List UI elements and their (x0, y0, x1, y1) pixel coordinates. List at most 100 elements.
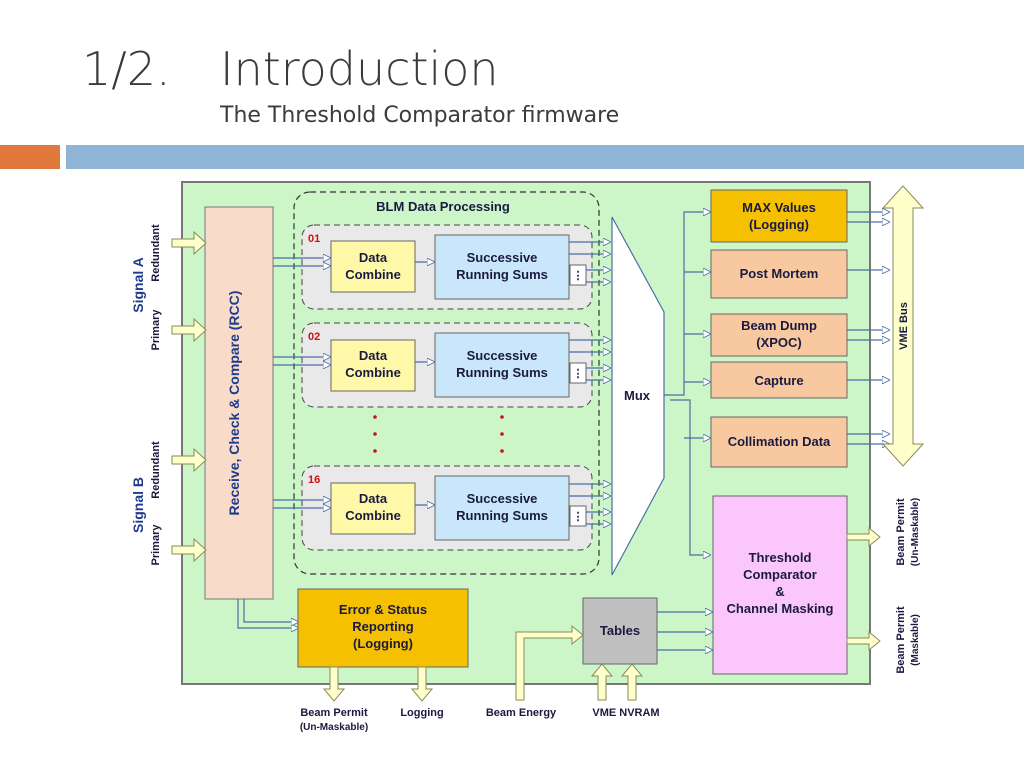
threshold-label: Comparator (743, 567, 817, 582)
beam-permit-bottom-arrow (322, 666, 346, 702)
tables-connectors (657, 612, 712, 650)
signal-a-label: Signal A (130, 257, 146, 313)
ellipsis-box (569, 362, 587, 384)
beam-permit-maskable-sublabel: (Maskable) (910, 614, 921, 666)
beam-dump-label: Beam Dump (741, 318, 817, 333)
running-sums-label: Running Sums (456, 365, 548, 380)
data-combine-label: Data (359, 491, 388, 506)
channel-16: 16 Data Combine Successive Running Sums … (301, 465, 593, 551)
signal-a-primary-label: Primary (150, 309, 162, 351)
running-sums-block (434, 332, 570, 398)
beam-permit-maskable-label: Beam Permit (895, 606, 907, 674)
beam-permit-unmaskable-label: Beam Permit (895, 498, 907, 566)
channel-id: 16 (308, 474, 320, 486)
bottom-beam-energy-label: Beam Energy (486, 707, 557, 719)
threshold-label: Channel Masking (727, 601, 834, 616)
error-status-label: Reporting (352, 619, 413, 634)
rcc-block (204, 206, 274, 600)
vme-nvram-arrow (620, 663, 644, 701)
running-sums-label: Successive (467, 491, 538, 506)
ellipsis-box (569, 505, 587, 527)
bottom-vme-nvram-label: VME NVRAM (592, 707, 659, 719)
collimation-block (710, 416, 848, 468)
dot (373, 415, 377, 419)
running-sums-label: Successive (467, 250, 538, 265)
data-combine-block (330, 482, 416, 535)
data-combine-block (330, 240, 416, 293)
max-values-block (710, 189, 848, 243)
error-status-label: (Logging) (353, 636, 413, 651)
logging-bottom-arrow (410, 666, 434, 702)
vme-bus-label: VME Bus (898, 302, 910, 350)
beam-permit-output-arrow (846, 630, 881, 652)
error-status-block (297, 588, 469, 668)
connector (670, 399, 710, 555)
post-mortem-block (710, 249, 848, 299)
signal-b-primary-label: Primary (150, 524, 162, 566)
dot (500, 449, 504, 453)
connector (664, 212, 710, 396)
beam-dump-block (710, 313, 848, 357)
mux-block (611, 216, 665, 576)
slide-title: Introduction (220, 42, 499, 96)
vme-nvram-arrow (590, 663, 614, 701)
continuation-dots (373, 415, 504, 453)
beam-permit-unmaskable-sublabel: (Un-Maskable) (910, 498, 921, 566)
bottom-logging-label: Logging (400, 707, 443, 719)
rcc-to-error-connector (237, 599, 298, 628)
vme-connectors (847, 212, 889, 444)
ellipsis-dots: ⋮ (573, 270, 584, 282)
vme-bus-arrow (881, 185, 925, 467)
mux-label: Mux (624, 388, 651, 403)
slide-subtitle: The Threshold Comparator firmware (220, 103, 620, 128)
threshold-block (712, 495, 848, 675)
data-combine-label: Combine (345, 365, 401, 380)
data-combine-block (330, 339, 416, 392)
processing-title: BLM Data Processing (376, 199, 510, 214)
bottom-beam-permit-label: Beam Permit (300, 707, 368, 719)
data-combine-label: Combine (345, 508, 401, 523)
input-arrow (171, 317, 207, 343)
running-sums-label: Running Sums (456, 267, 548, 282)
dot (373, 432, 377, 436)
input-arrow (171, 537, 207, 563)
channel-01: 01 Data Combine Successive Running Sums … (301, 224, 593, 310)
input-arrows (171, 230, 207, 563)
ellipsis-box (569, 264, 587, 286)
beam-dump-sublabel: (XPOC) (756, 335, 802, 350)
tables-block (582, 597, 658, 665)
capture-label: Capture (754, 373, 803, 388)
channel-connectors (273, 242, 610, 524)
data-combine-label: Data (359, 348, 388, 363)
running-sums-label: Running Sums (456, 508, 548, 523)
max-values-label: MAX Values (742, 200, 816, 215)
ellipsis-dots: ⋮ (573, 511, 584, 523)
input-arrow (171, 447, 207, 473)
dot (500, 415, 504, 419)
running-sums-block (434, 475, 570, 541)
error-status-label: Error & Status (339, 602, 427, 617)
signal-b-label: Signal B (130, 477, 146, 533)
signal-a-redundant-label: Redundant (150, 224, 162, 282)
beam-energy-arrow (515, 624, 584, 701)
dot (500, 432, 504, 436)
threshold-label: & (775, 584, 784, 599)
post-mortem-label: Post Mortem (740, 266, 819, 281)
ellipsis-dots: ⋮ (573, 368, 584, 380)
threshold-label: Threshold (749, 550, 812, 565)
max-values-sublabel: (Logging) (749, 217, 809, 232)
data-combine-label: Data (359, 250, 388, 265)
channel-02: 02 Data Combine Successive Running Sums … (301, 322, 593, 408)
collimation-label: Collimation Data (728, 434, 831, 449)
mux-output-connectors (664, 212, 710, 555)
data-combine-label: Combine (345, 267, 401, 282)
accent-bar-orange (0, 145, 60, 169)
rcc-label: Receive, Check & Compare (RCC) (226, 291, 242, 516)
signal-b-redundant-label: Redundant (150, 441, 162, 499)
capture-block (710, 361, 848, 399)
processing-frame (293, 191, 600, 575)
channel-id: 02 (308, 331, 320, 343)
bottom-beam-permit-sublabel: (Un-Maskable) (300, 722, 368, 733)
running-sums-label: Successive (467, 348, 538, 363)
